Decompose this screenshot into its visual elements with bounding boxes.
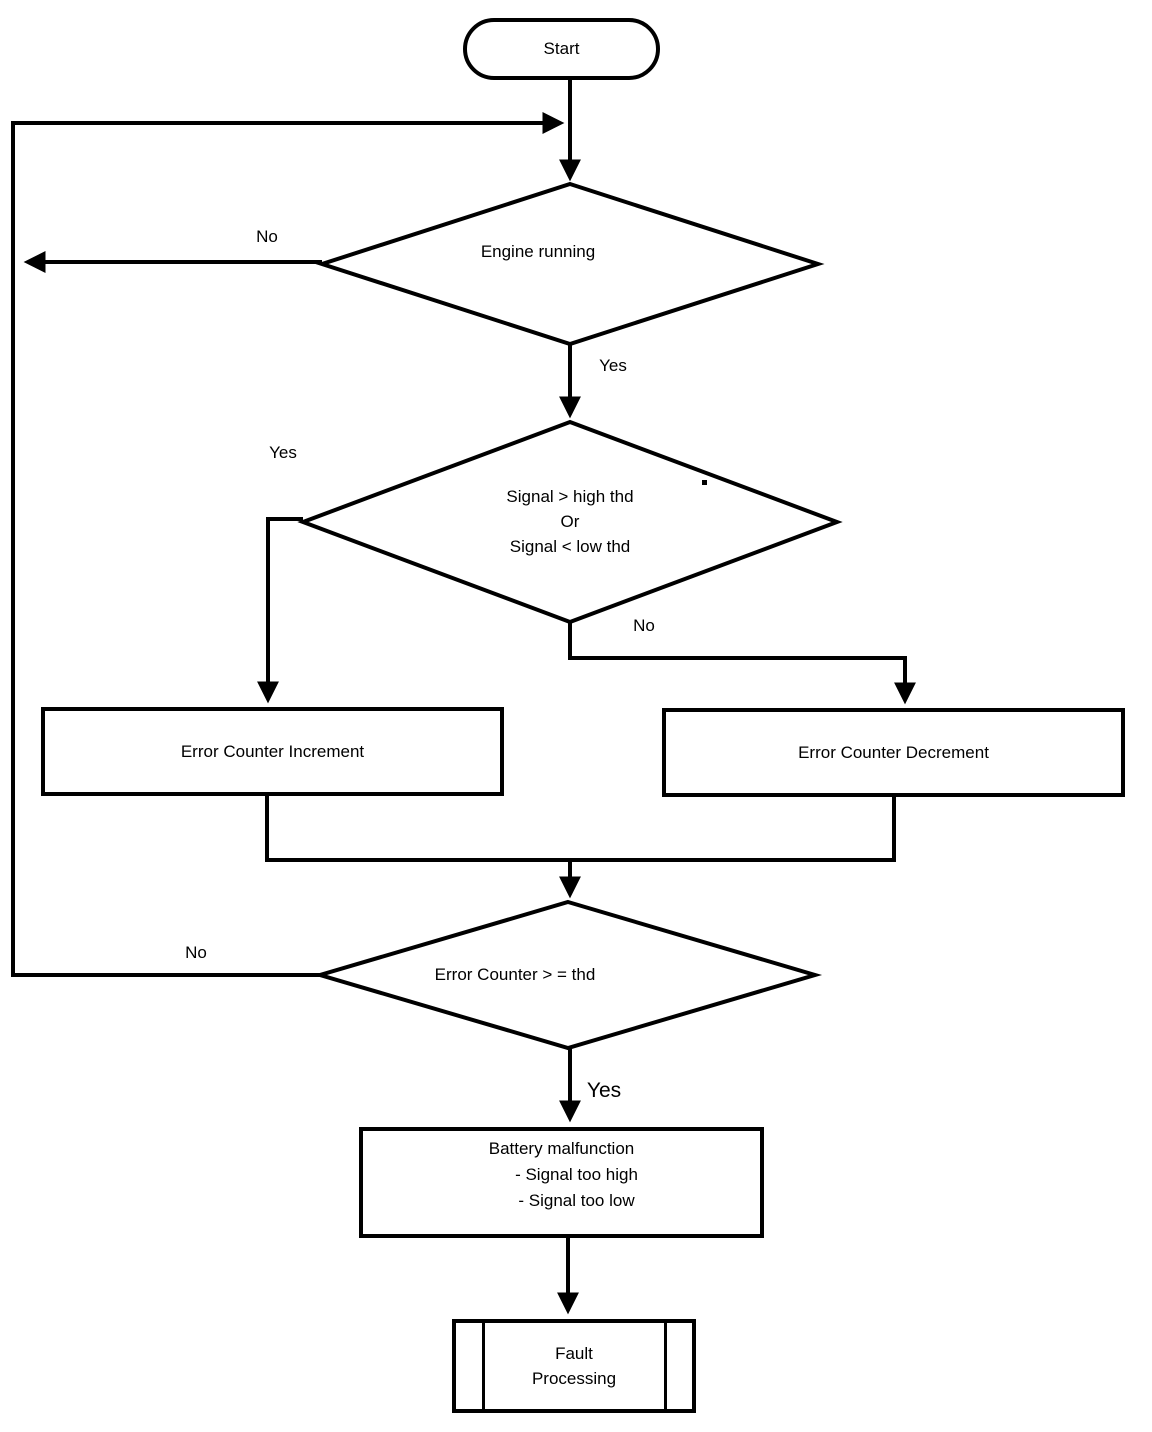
- label-engine-no: No: [256, 227, 278, 246]
- predefined-process-right-bar: [664, 1323, 667, 1409]
- decision-error-counter-threshold: [312, 899, 823, 1051]
- edge-threshold-no-loop: [11, 112, 565, 977]
- edge-signal-no: [568, 622, 916, 705]
- signal-check-line1: Signal > high thd: [506, 487, 634, 506]
- node-start: Start: [463, 18, 660, 80]
- battery-malfunction-bullet1: - Signal too high: [515, 1165, 638, 1184]
- fault-processing-line2: Processing: [531, 1369, 617, 1388]
- node-battery-malfunction: Battery malfunction - Signal too high - …: [359, 1127, 764, 1238]
- label-engine-yes: Yes: [599, 356, 627, 375]
- label-threshold-no: No: [185, 943, 207, 962]
- battery-malfunction-content: Battery malfunction - Signal too high - …: [363, 1131, 760, 1214]
- signal-check-label: Signal > high thd Or Signal < low thd: [430, 484, 710, 559]
- error-counter-decrement-label: Error Counter Decrement: [798, 742, 989, 762]
- node-fault-processing: Fault Processing: [452, 1319, 696, 1413]
- signal-check-line2: Or: [560, 512, 580, 531]
- label-signal-no: No: [633, 616, 655, 635]
- decision-signal-check: [297, 419, 843, 625]
- fault-processing-line1: Fault: [555, 1344, 593, 1363]
- error-counter-increment-label: Error Counter Increment: [180, 741, 365, 761]
- label-threshold-yes: Yes: [586, 1079, 622, 1102]
- node-error-counter-decrement: Error Counter Decrement: [662, 708, 1125, 797]
- engine-running-label: Engine running: [480, 242, 596, 261]
- edge-signal-yes: [257, 517, 303, 704]
- label-signal-yes: Yes: [269, 443, 297, 462]
- stray-dot-mark: [702, 480, 707, 485]
- error-counter-threshold-label: Error Counter > = thd: [434, 965, 596, 984]
- signal-check-line3: Signal < low thd: [509, 537, 631, 556]
- edge-merge-line: [265, 796, 896, 862]
- node-error-counter-increment: Error Counter Increment: [41, 707, 504, 796]
- battery-malfunction-bullet2: - Signal too low: [518, 1191, 635, 1210]
- decision-engine-running: [315, 181, 825, 347]
- battery-malfunction-title: Battery malfunction: [488, 1139, 635, 1158]
- start-label: Start: [543, 39, 580, 58]
- fault-processing-content: Fault Processing: [532, 1341, 616, 1391]
- predefined-process-left-bar: [482, 1323, 485, 1409]
